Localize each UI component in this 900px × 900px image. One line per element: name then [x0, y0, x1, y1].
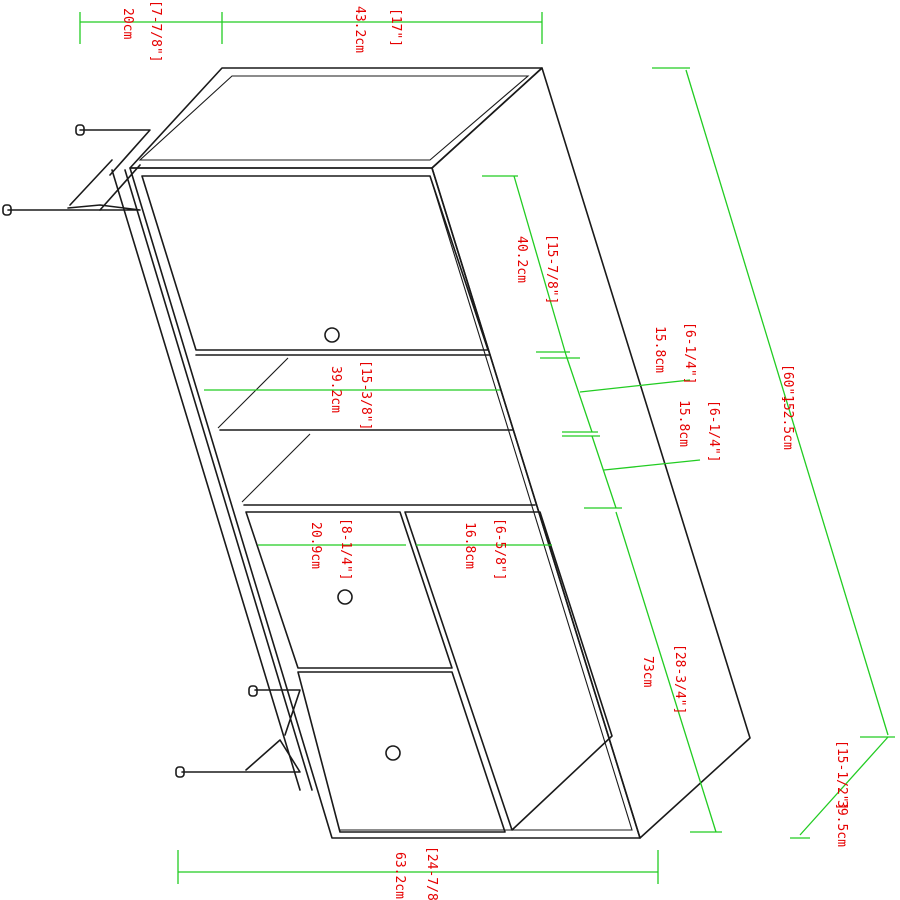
label-drawer-cm: 20.9cm [308, 522, 323, 569]
drawer-2 [297, 671, 506, 833]
label-door-inch: [15-7/8"] [544, 234, 559, 304]
label-drawer-inch: [8-1/4"] [338, 518, 353, 581]
label-bottom-inch: [24-7/8"] [424, 846, 439, 900]
label-shelf1-inch: [6-1/4"] [682, 322, 697, 385]
dim-shelf-1 [565, 354, 593, 433]
drawer-1 [245, 511, 453, 669]
label-bin-cm: 16.8cm [462, 522, 477, 569]
dim-shelf-2-leader [603, 459, 701, 471]
dim-shelf-2 [591, 435, 617, 509]
leg-top-brace [69, 159, 113, 206]
cabinet-drawing [2, 67, 751, 839]
dim-height [615, 511, 717, 833]
leg-top-rear-foot [75, 124, 85, 136]
leg-bottom-front [181, 739, 301, 773]
label-top-mid-inch: [17"] [388, 8, 403, 47]
dimension-labels: [7-7/8"] 20cm [17"] 43.2cm [60"] 152.5cm… [120, 0, 849, 900]
open-bin [404, 511, 613, 831]
label-depth-inch: [15-1/2"] [834, 740, 849, 810]
cabinet-top-panel [129, 67, 543, 169]
leg-bottom-rear [254, 689, 301, 736]
drawer-1-knob [337, 589, 353, 605]
frame-rail-outer [111, 169, 301, 791]
dim-depth [799, 736, 889, 836]
dimension-lines [79, 12, 895, 884]
label-shelf2-cm: 15.8cm [676, 400, 691, 447]
label-top-left-cm: 20cm [120, 8, 135, 39]
label-depth-cm: 39.5cm [834, 800, 849, 847]
top-door [141, 175, 489, 351]
label-door-cm: 40.2cm [514, 236, 529, 283]
label-top-mid-cm: 43.2cm [352, 6, 367, 53]
dim-length [685, 69, 889, 736]
cabinet-top-inner-edge [138, 75, 530, 161]
label-inner-width-cm: 39.2cm [328, 366, 343, 413]
dim-door [513, 175, 567, 356]
label-bin-inch: [6-5/8"] [492, 518, 507, 581]
cabinet-front-face [129, 167, 641, 839]
leg-top-front-foot [2, 204, 12, 216]
label-top-left-inch: [7-7/8"] [148, 0, 163, 63]
shelf-1-depth [217, 357, 289, 429]
label-bottom-cm: 63.2cm [392, 852, 407, 899]
shelf-2-depth [241, 433, 311, 503]
label-shelf1-cm: 15.8cm [652, 326, 667, 373]
frame-rail-inner [124, 169, 313, 791]
label-shelf2-inch: [6-1/4"] [706, 400, 721, 463]
leg-top-brace-2 [99, 164, 141, 211]
label-length-inch: [60"] [780, 364, 795, 403]
label-inner-width-inch: [15-3/8"] [358, 360, 373, 430]
leg-bottom-rear-foot [248, 685, 258, 697]
label-height-inch: [28-3/4"] [672, 644, 687, 714]
top-door-knob [324, 327, 340, 343]
leg-top-front [7, 204, 141, 211]
dim-shelf-1-leader [579, 379, 691, 393]
leg-top-rear [79, 129, 151, 176]
leg-bottom-front-foot [175, 766, 185, 778]
label-height-cm: 73cm [640, 656, 655, 687]
label-length-cm: 152.5cm [780, 395, 795, 450]
drawer-2-knob [385, 745, 401, 761]
cabinet-side-panel [431, 67, 751, 839]
